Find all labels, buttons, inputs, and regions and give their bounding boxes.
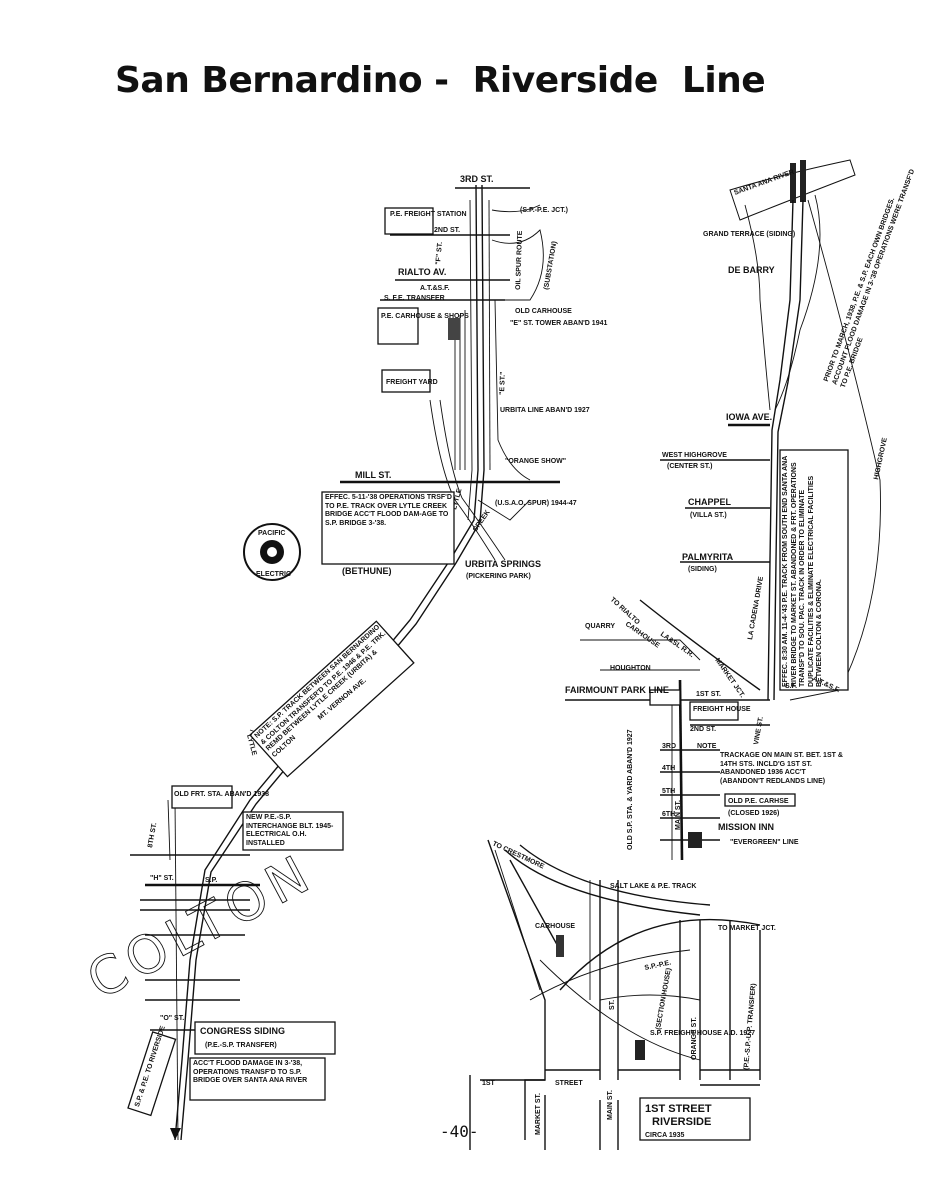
label-carhouse-riv: CARHOUSE <box>624 621 661 650</box>
label-urbita-line: URBITA LINE ABAN'D 1927 <box>500 407 590 414</box>
label-fourth: 4TH <box>662 765 675 772</box>
label-box-line3: CIRCA 1935 <box>645 1132 685 1139</box>
label-box-line1: 1ST STREET <box>645 1103 712 1115</box>
label-mill-st: MILL ST. <box>355 470 391 480</box>
label-old-sp-sta: OLD S.P. STA. & YARD ABAN'D 1927 <box>627 729 634 850</box>
label-market-st: MARKET ST. <box>535 1093 542 1135</box>
label-center-st: (CENTER ST.) <box>667 463 713 470</box>
logo-text-bottom: ELECTRIC <box>256 571 291 578</box>
label-freight-house: FREIGHT HOUSE <box>693 706 751 713</box>
label-eighth-st: 8TH ST. <box>147 822 158 848</box>
label-box-line2: RIVERSIDE <box>652 1116 711 1128</box>
page-number: -40- <box>440 1122 479 1141</box>
label-bethune: (BETHUNE) <box>342 566 392 576</box>
label-sixth: 6TH <box>662 811 675 818</box>
label-new-pe-sp: NEW P.E.-S.P. INTERCHANGE BLT. 1945-ELEC… <box>246 814 334 847</box>
label-first-st-riv: 1ST ST. <box>696 691 721 698</box>
label-freight-yard: FREIGHT YARD <box>386 379 438 386</box>
label-highgrove: HIGHGROVE <box>873 437 889 481</box>
label-e-st: "E ST." <box>499 371 507 395</box>
label-vine-st: VINE ST. <box>753 716 765 745</box>
label-sp-pe-jct: (S.P.-P.E. JCT.) <box>520 207 568 214</box>
label-o-st: "O" ST. <box>160 1015 184 1022</box>
label-villa-st: (VILLA ST.) <box>690 512 727 519</box>
label-to-crestmore: TO CRESTMORE <box>491 840 545 870</box>
label-pickering-park: (PICKERING PARK) <box>466 573 531 580</box>
label-effec-note: EFFEC. 5-11-'38 OPERATIONS TRSF'D TO P.E… <box>325 494 452 527</box>
label-fifth: 5TH <box>662 788 675 795</box>
label-congress-siding: CONGRESS SIDING <box>200 1026 285 1036</box>
label-houghton: HOUGHTON <box>610 665 651 672</box>
label-second-st: 2ND ST. <box>434 227 460 234</box>
label-colton-watermark: COLTON <box>78 843 324 1012</box>
label-old-carhouse: OLD CARHOUSE <box>515 308 572 315</box>
label-orange-show: "ORANGE SHOW" <box>505 458 566 465</box>
label-main-st-riv: MAIN ST. <box>675 800 682 830</box>
label-street-detail: STREET <box>555 1080 583 1087</box>
label-pe-freight-station: P.E. FREIGHT STATION <box>390 211 467 218</box>
label-salt-lake-pe: SALT LAKE & P.E. TRACK <box>610 883 696 890</box>
label-effec-long: EFFEC. 8:30 AM. 11-4-'43 P.E. TRACK FROM… <box>782 455 823 687</box>
label-cadena-drive: LA CADENA DRIVE <box>747 576 765 641</box>
label-pe-sp-up-transfer: (P.E.-S.P.-U.P. TRANSFER) <box>743 983 758 1070</box>
label-rialto-av: RIALTO AV. <box>398 267 446 277</box>
label-siding: (SIDING) <box>688 566 717 573</box>
label-chappel: CHAPPEL <box>688 497 732 507</box>
label-sp-freight-house: S.P. FREIGHT HOUSE A.D. 1927 <box>650 1030 755 1037</box>
sb-map: P.E. FREIGHT STATION 3RD ST. (S.P.-P.E. … <box>77 174 607 1141</box>
label-quarry: QUARRY <box>585 623 615 630</box>
label-old-frt-sta: OLD FRT. STA. ABAN'D 1938 <box>174 791 269 798</box>
label-lasl-rr: LA&SL R.R. <box>659 631 695 659</box>
label-third-st: 3RD ST. <box>460 174 494 184</box>
label-sfe-transfer: S. F.E. TRANSFER <box>384 295 445 302</box>
label-closed: (CLOSED 1926) <box>728 810 779 817</box>
label-orange-st: ORANGE ST. <box>691 1017 698 1060</box>
label-pe-carhouse-shops: P.E. CARHOUSE & SHOPS <box>381 313 469 320</box>
label-mission-inn: MISSION INN <box>718 822 774 832</box>
label-prior-note: PRIOR TO MARCH, 1938, P.E. & S.P. EACH O… <box>822 168 917 389</box>
label-main-st-detail: MAIN ST. <box>607 1090 614 1120</box>
label-main-st-detail-top: ST. <box>609 1000 616 1010</box>
label-palmyrita: PALMYRITA <box>682 552 734 562</box>
label-second-st-riv: 2ND ST. <box>690 726 716 733</box>
detail-map: TO CRESTMORE SALT LAKE & P.E. TRACK TO M… <box>469 839 776 1150</box>
label-urbita-springs: URBITA SPRINGS <box>465 559 541 569</box>
riverside-map: SANTA ANA RIVER GRAND TERRACE (SIDING) D… <box>565 159 917 861</box>
label-oil-spur-route: OIL SPUR ROUTE <box>515 230 524 290</box>
label-evergreen: "EVERGREEN" LINE <box>730 839 799 846</box>
label-sf-riv: S.F. <box>785 683 797 690</box>
label-e-st-tower: "E" ST. TOWER ABAN'D 1941 <box>510 320 607 327</box>
pacific-electric-logo: PACIFIC ELECTRIC <box>243 523 301 581</box>
label-f-st: "F" ST. <box>435 242 444 266</box>
label-third: 3RD <box>662 743 676 750</box>
label-atsf-sb: A.T.&S.F. <box>420 285 450 292</box>
label-acct-flood: ACC'T FLOOD DAMAGE IN 3-'38, OPERATIONS … <box>193 1060 308 1084</box>
label-h-st: "H" ST. <box>150 875 174 882</box>
label-fairmount-park: FAIRMOUNT PARK LINE <box>565 685 669 695</box>
label-santa-ana-river: SANTA ANA RIVER <box>733 169 795 197</box>
label-west-highgrove: WEST HIGHGROVE <box>662 452 727 459</box>
label-iowa-ave: IOWA AVE. <box>726 412 772 422</box>
label-section-house: (SECTION HOUSE) <box>655 967 673 1030</box>
label-to-market-jct: TO MARKET JCT. <box>718 925 776 932</box>
label-note-box: NOTE <box>697 743 717 750</box>
label-sp: S.P. <box>205 877 217 884</box>
page-title: San Bernardino - Riverside Line <box>115 60 766 101</box>
label-grand-terrace: GRAND TERRACE (SIDING) <box>703 231 795 238</box>
label-first-detail: 1ST <box>482 1080 496 1087</box>
label-old-pe-carhse: OLD P.E. CARHSE <box>728 798 789 805</box>
label-de-barry: DE BARRY <box>728 265 775 275</box>
label-usa-note: (U.S.A.O. SPUR) 1944-47 <box>495 500 577 507</box>
label-carhouse-detail: CARHOUSE <box>535 923 575 930</box>
label-substation: (SUBSTATION) <box>543 241 558 291</box>
label-trackage-note: TRACKAGE ON MAIN ST. BET. 1ST & 14TH STS… <box>720 752 843 785</box>
logo-text-top: PACIFIC <box>258 530 285 537</box>
label-congress-sub: (P.E.-S.P. TRANSFER) <box>205 1042 277 1049</box>
